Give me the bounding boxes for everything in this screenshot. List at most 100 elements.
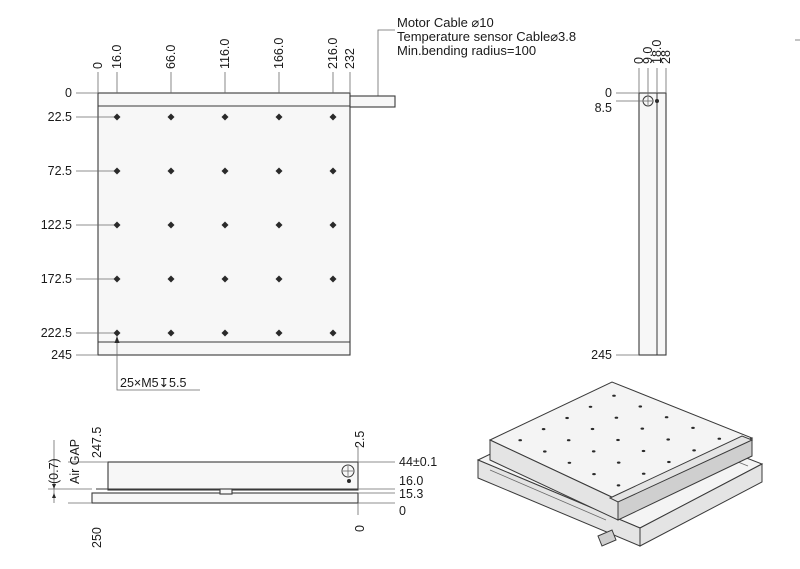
front-hole (113, 167, 121, 175)
iso-hole (541, 428, 546, 431)
front-hole (221, 275, 229, 283)
front-hole (275, 113, 283, 121)
front-top-dimensions: 0 16.0 66.0 116.0 166.0 216.0 232 (91, 38, 357, 69)
side-top-ticks (638, 68, 667, 96)
front-hole (167, 113, 175, 121)
bottom-dim-15-3: 15.3 (399, 487, 423, 501)
dim-top-232: 232 (343, 48, 357, 69)
cable-stub (349, 95, 396, 108)
bottom-right-ticks (357, 446, 395, 515)
front-left-ticks (76, 92, 117, 356)
iso-hole (664, 416, 669, 419)
dim-top-116: 116.0 (218, 39, 232, 69)
iso-hole (590, 427, 595, 431)
front-hole (275, 275, 283, 283)
iso-hole (543, 450, 547, 453)
iso-hole (518, 439, 522, 442)
note-bending-radius: Min.bending radius=100 (397, 43, 536, 58)
bottom-dim-247-5: 247.5 (90, 427, 104, 458)
front-hole-grid (113, 113, 337, 337)
front-hole (113, 275, 121, 283)
side-dim-top-9: 9.0 (641, 47, 655, 64)
side-cable-dot (655, 99, 659, 103)
front-hole (167, 275, 175, 283)
bottom-dim-44: 44±0.1 (399, 455, 437, 469)
front-hole (221, 221, 229, 229)
iso-hole (641, 449, 646, 453)
bottom-dim-2-5: 2.5 (353, 431, 367, 448)
side-dim-left-0: 0 (605, 86, 612, 100)
bottom-dim-0-right: 0 (399, 504, 406, 518)
iso-hole (614, 416, 619, 419)
bottom-dim-air-gap-label: Air GAP (68, 439, 82, 484)
bottom-cable-dot (347, 479, 351, 483)
iso-hole (588, 405, 593, 408)
front-hole (275, 221, 283, 229)
iso-hole (641, 472, 646, 475)
side-dim-top-28: 28 (659, 50, 673, 64)
front-hole (167, 329, 175, 337)
iso-hole (616, 484, 621, 487)
bottom-dim-16: 16.0 (399, 474, 423, 488)
dim-top-0: 0 (91, 62, 105, 69)
iso-cable-end (597, 529, 617, 547)
iso-hole (612, 394, 616, 397)
front-hole (113, 221, 121, 229)
front-hole (221, 167, 229, 175)
front-hole (221, 113, 229, 121)
front-hole (329, 113, 337, 121)
dim-left-245: 245 (51, 348, 72, 362)
iso-hole (666, 438, 670, 441)
bottom-dim-250: 250 (90, 527, 104, 548)
front-hole (329, 167, 337, 175)
iso-hole (638, 405, 643, 408)
side-dim-top-0: 0 (632, 57, 646, 64)
iso-hole (640, 427, 645, 430)
note-motor-cable: Motor Cable ⌀10 (397, 15, 494, 30)
iso-hole (591, 450, 596, 453)
dim-top-216: 216.0 (326, 38, 340, 69)
side-plate-outline (638, 92, 667, 356)
bottom-view: (0.7) Air GAP 247.5 250 2.5 44±0.1 16.0 … (47, 427, 437, 548)
dim-left-72-5: 72.5 (48, 164, 72, 178)
iso-hole (667, 460, 671, 464)
front-hole (275, 167, 283, 175)
hole-callout-leader (116, 336, 200, 391)
bottom-left-dimensions: (0.7) Air GAP 247.5 250 (47, 427, 104, 548)
hole-callout-label: 25×M5↧5.5 (120, 376, 186, 390)
dim-top-16: 16.0 (110, 45, 124, 69)
iso-hole (691, 426, 695, 429)
dim-left-122-5: 122.5 (41, 218, 72, 232)
iso-hole (566, 439, 571, 442)
iso-hole (692, 449, 696, 452)
dim-left-222-5: 222.5 (41, 326, 72, 340)
dim-top-66: 66.0 (164, 45, 178, 69)
front-view: 0 16.0 66.0 116.0 166.0 216.0 232 0 22.5… (41, 38, 396, 391)
front-hole (329, 329, 337, 337)
side-view: 0 9.0 18.0 28 0 8.5 245 (591, 40, 673, 362)
bottom-left-ticks (48, 440, 108, 504)
front-hole (167, 167, 175, 175)
front-hole (329, 221, 337, 229)
side-left-ticks (616, 92, 643, 356)
hole-callout-arrow (114, 336, 120, 343)
bottom-dim-0-under: 0 (353, 525, 367, 532)
isometric-view (476, 381, 764, 547)
note-temperature-cable: Temperature sensor Cable⌀3.8 (397, 29, 576, 44)
iso-hole (616, 461, 621, 464)
iso-hole (717, 437, 722, 440)
front-hole (329, 275, 337, 283)
side-dim-left-245: 245 (591, 348, 612, 362)
side-left-dimensions: 0 8.5 245 (591, 86, 612, 362)
note-leader (377, 29, 395, 96)
bottom-body-upper (107, 461, 359, 491)
front-hole (275, 329, 283, 337)
front-hole (113, 113, 121, 121)
front-hole (221, 329, 229, 337)
side-top-dimensions: 0 9.0 18.0 28 (632, 40, 673, 64)
dim-top-166: 166.0 (272, 38, 286, 69)
side-dim-left-8-5: 8.5 (595, 101, 612, 115)
iso-edge-strip (608, 435, 754, 503)
bottom-dim-gap: (0.7) (47, 458, 61, 484)
dim-left-172-5: 172.5 (41, 272, 72, 286)
